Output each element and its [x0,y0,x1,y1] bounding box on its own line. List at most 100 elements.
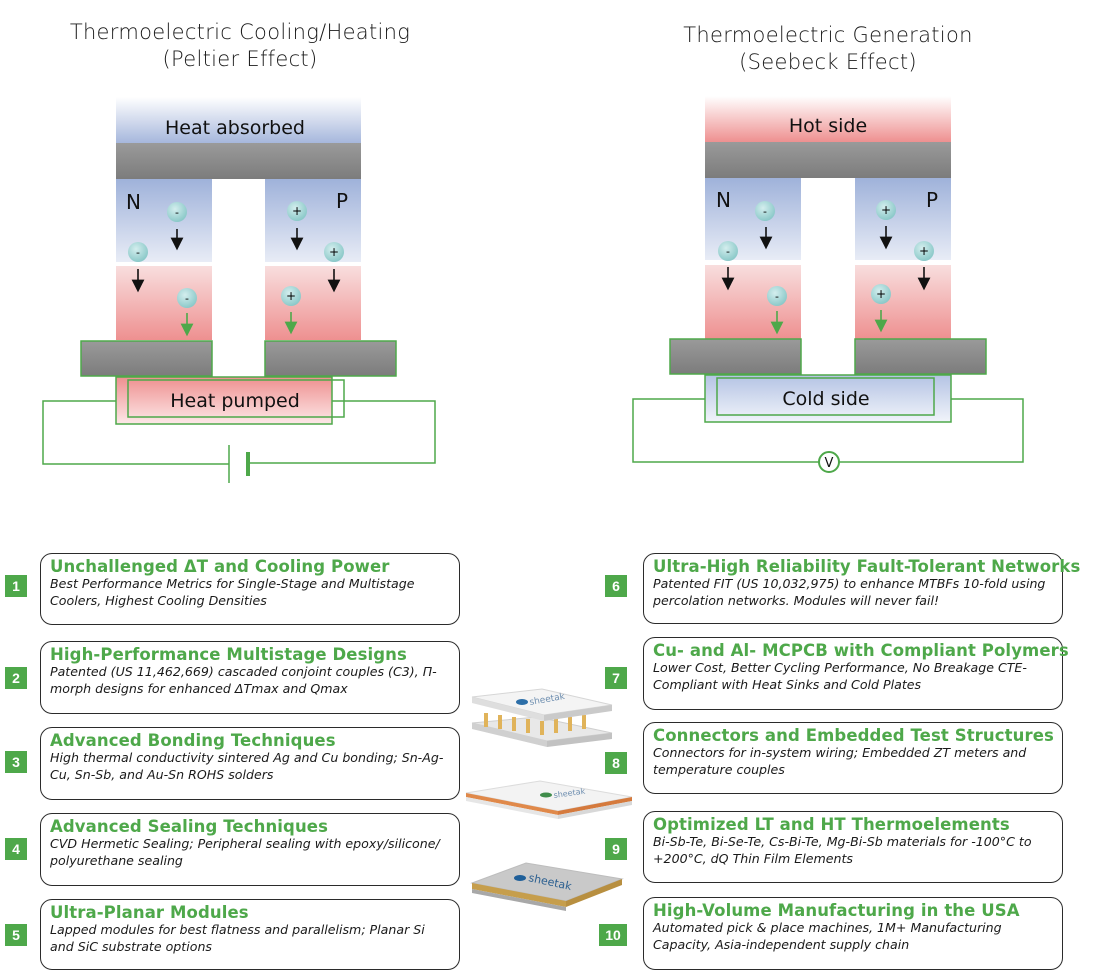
feature-number-badge: 7 [605,667,627,689]
feature-description: Best Performance Metrics for Single-Stag… [50,576,415,608]
feature-number-badge: 5 [5,924,27,946]
cold-side-plate [704,374,952,423]
seebeck-title-line1: Thermoelectric Generation [683,23,973,47]
feature-title: Advanced Sealing Techniques [50,817,329,836]
svg-text:+: + [329,245,339,259]
seebeck-title-line2: (Seebeck Effect) [739,50,917,74]
cold-side-inner [716,377,935,416]
voltmeter-icon: V [818,451,840,473]
feature-card-8: Connectors and Embedded Test Structures … [643,722,1063,794]
module-image-3: sheetak [470,862,624,911]
svg-text:-: - [185,292,189,305]
circuit-wire-right [839,398,1024,463]
n-label: N [126,190,141,214]
feature-title: High-Performance Multistage Designs [50,645,407,664]
feature-number-badge: 1 [5,575,27,597]
p-bottom-conductor [854,338,987,375]
electron-carrier: - [755,201,775,221]
heat-pumped-label: Heat pumped [170,390,300,412]
feature-description: CVD Hermetic Sealing; Peripheral sealing… [50,836,440,868]
feature-title: Connectors and Embedded Test Structures [653,726,1054,745]
svg-text:+: + [286,289,296,303]
svg-text:-: - [175,206,179,219]
svg-text:V: V [825,456,834,471]
feature-description: Bi-Sb-Te, Bi-Se-Te, Cs-Bi-Te, Mg-Bi-Sb m… [653,834,1032,866]
svg-text:+: + [292,204,302,218]
feature-number-badge: 3 [5,751,27,773]
brand-label: sheetak [553,787,586,800]
feature-card-2: High-Performance Multistage Designs Pate… [40,641,460,714]
peltier-title-line2: (Peltier Effect) [162,47,318,71]
feature-card-3: Advanced Bonding Techniques High thermal… [40,727,460,800]
n-label: N [716,188,731,212]
svg-text:-: - [775,290,779,303]
n-bottom-conductor [80,340,213,377]
n-leg-lower [705,265,801,339]
electron-carrier: - [177,288,197,308]
battery-icon [228,445,250,483]
hot-side-plate [705,96,951,142]
hole-carrier: + [281,286,301,306]
cold-side-label: Cold side [782,388,869,410]
electron-carrier: - [128,242,148,262]
feature-title: Cu- and Al- MCPCB with Compliant Polymer… [653,641,1069,660]
feature-description: High thermal conductivity sintered Ag an… [50,750,444,782]
top-conductor [705,142,951,178]
feature-number-badge: 9 [605,838,627,860]
feature-card-9: Optimized LT and HT Thermoelements Bi-Sb… [643,811,1063,883]
feature-card-4: Advanced Sealing Techniques CVD Hermetic… [40,813,460,886]
p-label: P [336,189,348,213]
p-label: P [926,188,938,212]
electron-carrier: - [167,202,187,222]
svg-text:-: - [726,245,730,258]
heat-absorbed-label: Heat absorbed [165,117,305,139]
peltier-title-line1: Thermoelectric Cooling/Heating [69,20,411,44]
p-leg-lower [265,266,361,340]
hole-carrier: + [324,242,344,262]
svg-text:+: + [919,244,929,258]
heat-pumped-plate [115,376,333,425]
top-conductor [116,143,361,179]
feature-card-1: Unchallenged ΔT and Cooling Power Best P… [40,553,460,625]
peltier-title: Thermoelectric Cooling/Heating (Peltier … [40,19,440,73]
p-leg-upper [855,178,951,260]
feature-number-badge: 4 [5,838,27,860]
feature-number-badge: 10 [599,924,627,946]
hole-carrier: + [876,200,896,220]
hot-side-label: Hot side [789,115,867,137]
feature-title: Optimized LT and HT Thermoelements [653,815,1010,834]
feature-title: High-Volume Manufacturing in the USA [653,901,1020,920]
feature-card-10: High-Volume Manufacturing in the USA Aut… [643,897,1063,970]
electron-carrier: - [718,241,738,261]
hole-carrier: + [287,201,307,221]
feature-title: Advanced Bonding Techniques [50,731,336,750]
p-bottom-conductor [264,340,397,377]
feature-card-5: Ultra-Planar Modules Lapped modules for … [40,899,460,970]
feature-description: Patented (US 11,462,669) cascaded conjoi… [50,664,437,696]
n-bottom-conductor [669,338,802,375]
p-leg-lower [855,265,951,339]
feature-number-badge: 8 [605,752,627,774]
feature-card-6: Ultra-High Reliability Fault-Tolerant Ne… [643,553,1081,624]
electron-carrier: - [767,286,787,306]
feature-description: Connectors for in-system wiring; Embedde… [653,745,1027,777]
seebeck-diagram: Hot side N P - - - + + + Cold side V [632,96,1024,473]
feature-number-badge: 6 [605,575,627,597]
feature-title: Ultra-High Reliability Fault-Tolerant Ne… [653,557,1081,576]
module-image-1: sheetak [471,688,613,747]
feature-description: Automated pick & place machines, 1M+ Man… [653,920,1002,952]
circuit-wire-left [42,400,229,465]
peltier-diagram: Heat absorbed N P - - - + + + Heat pumpe… [42,97,436,483]
seebeck-title: Thermoelectric Generation (Seebeck Effec… [628,22,1028,76]
feature-title: Ultra-Planar Modules [50,903,249,922]
svg-text:-: - [136,246,140,259]
circuit-wire-right [248,400,436,464]
feature-number-badge: 2 [5,667,27,689]
heat-absorbed-plate [116,97,361,143]
feature-title: Unchallenged ΔT and Cooling Power [50,557,390,576]
hole-carrier: + [871,284,891,304]
module-images: sheetak sheetak sheetak [465,688,633,911]
svg-text:+: + [881,203,891,217]
circuit-wire-left [632,398,819,463]
module-image-2: sheetak [465,780,633,819]
